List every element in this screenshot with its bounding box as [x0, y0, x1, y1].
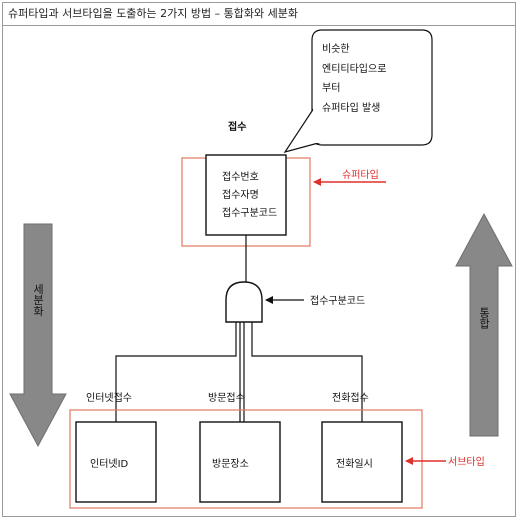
subtype-branches	[115, 322, 363, 422]
discriminator-label: 접수구분코드	[310, 295, 365, 307]
downward-arrow-icon	[9, 223, 67, 448]
diagram-title: 슈퍼타입과 서브타입을 도출하는 2가지 방법 – 통합화와 세분화	[2, 2, 516, 26]
supertype-tag: 슈퍼타입	[342, 168, 379, 181]
callout-line-1: 비슷한	[322, 43, 350, 55]
diagram-frame	[2, 2, 516, 517]
discriminator-symbol	[225, 281, 263, 323]
supertype-attr-2: 접수자명	[222, 189, 259, 201]
supertype-attr-3: 접수구분코드	[222, 207, 277, 219]
right-arrow-label: 통합	[478, 307, 491, 329]
subtype-entity-name-phone: 전화접수	[332, 392, 369, 404]
subtype-entity-box-visit	[199, 421, 281, 503]
callout-line-3: 부터	[322, 82, 340, 94]
callout-bubble	[283, 29, 433, 153]
subtype-attr-visit: 방문장소	[212, 458, 249, 470]
supertype-attr-1: 접수번호	[222, 171, 259, 183]
subtype-entity-box-phone	[321, 421, 403, 503]
subtype-tag: 서브타입	[448, 455, 485, 468]
subtype-attr-phone: 전화일시	[336, 458, 373, 470]
left-arrow-label: 세분화	[32, 283, 45, 317]
supertype-entity-name: 접수	[228, 121, 246, 133]
upward-arrow-icon	[455, 212, 513, 437]
callout-line-2: 엔티티타입으로	[322, 62, 386, 75]
subtype-entity-box-internet	[75, 421, 157, 503]
callout-line-4: 슈퍼타입 발생	[322, 101, 380, 114]
supertype-entity-box	[205, 154, 287, 236]
subtype-attr-internet: 인터넷ID	[90, 458, 129, 470]
subtype-group-border	[69, 409, 423, 509]
subtype-entity-name-internet: 인터넷접수	[86, 392, 132, 404]
subtype-entity-name-visit: 방문접수	[208, 392, 245, 404]
